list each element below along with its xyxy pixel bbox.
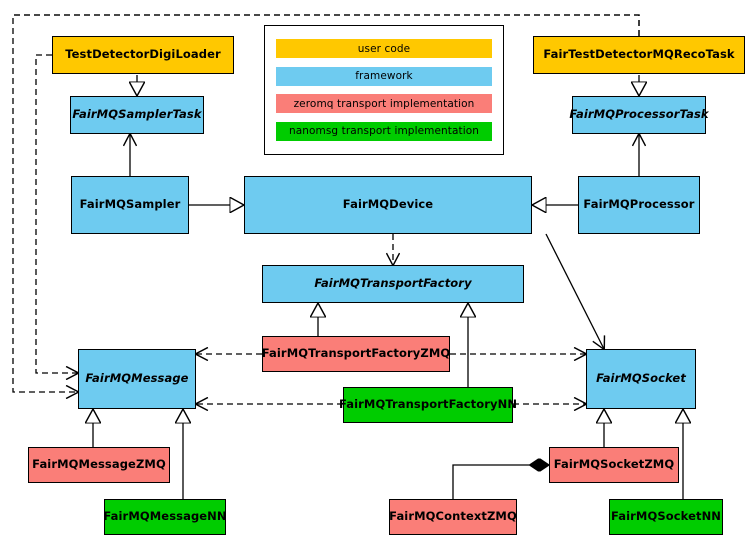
class-label: FairMQSocketZMQ [553, 457, 675, 472]
edge-recotask-top-segment [13, 14, 640, 36]
edge-device-to-socket [545, 233, 604, 349]
class-label: FairMQSocketNN [610, 509, 722, 524]
class-box-fairtestdetectormqrecotask[interactable]: FairTestDetectorMQRecoTask [533, 36, 745, 74]
class-box-fairmqprocessor[interactable]: FairMQProcessor [578, 176, 700, 234]
class-box-fairmqtransportfactorynn[interactable]: FairMQTransportFactoryNN [339, 387, 517, 423]
legend-item-user-code: user code [276, 39, 492, 59]
class-label: FairMQTransportFactoryNN [338, 397, 518, 412]
class-label: FairMQMessageZMQ [32, 457, 166, 472]
class-box-fairmqmessagenn[interactable]: FairMQMessageNN [103, 499, 227, 535]
legend-item-zeromq: zeromq transport implementation [276, 94, 492, 114]
edge-digiloader-to-message [35, 54, 78, 373]
class-box-fairmqdevice[interactable]: FairMQDevice [244, 176, 532, 234]
class-label: FairMQMessage [85, 371, 189, 386]
legend-item-framework: framework [276, 66, 492, 86]
legend-label: user code [357, 42, 411, 55]
legend-label: nanomsg transport implementation [288, 125, 480, 138]
class-box-fairmqsampler[interactable]: FairMQSampler [71, 176, 189, 234]
class-label: FairMQTransportFactoryZMQ [261, 346, 451, 361]
legend-label: zeromq transport implementation [293, 97, 475, 110]
class-box-fairmqmessage[interactable]: FairMQMessage [78, 349, 196, 409]
class-box-fairmqsocketzmq[interactable]: FairMQSocketZMQ [549, 447, 679, 483]
class-box-testdetectordigiloader[interactable]: TestDetectorDigiLoader [52, 36, 234, 74]
class-label: FairMQSamplerTask [72, 107, 202, 122]
legend-panel: user code framework zeromq transport imp… [264, 25, 504, 155]
class-box-fairmqtransportfactoryzmq[interactable]: FairMQTransportFactoryZMQ [262, 336, 450, 372]
class-box-fairmqcontextzmq[interactable]: FairMQContextZMQ [389, 499, 517, 535]
class-label: FairMQMessageNN [103, 509, 227, 524]
class-label: FairMQSocket [596, 371, 686, 386]
class-label: FairTestDetectorMQRecoTask [543, 47, 735, 62]
class-label: FairMQProcessorTask [569, 107, 709, 122]
legend-label: framework [355, 70, 413, 83]
class-box-fairmqprocessortask[interactable]: FairMQProcessorTask [569, 96, 709, 134]
legend-item-nanomsg: nanomsg transport implementation [276, 121, 492, 141]
class-box-fairmqsocketnn[interactable]: FairMQSocketNN [609, 499, 723, 535]
class-box-fairmqsocket[interactable]: FairMQSocket [586, 349, 696, 409]
class-box-fairmqmessagezmq[interactable]: FairMQMessageZMQ [28, 447, 170, 483]
edge-contextzmq-to-socketzmq [452, 465, 549, 499]
class-label: FairMQTransportFactory [314, 276, 472, 291]
class-label: FairMQSampler [79, 197, 181, 212]
class-label: TestDetectorDigiLoader [65, 47, 221, 62]
class-label: FairMQContextZMQ [389, 509, 517, 524]
class-label: FairMQDevice [342, 197, 434, 212]
class-label: FairMQProcessor [583, 197, 695, 212]
